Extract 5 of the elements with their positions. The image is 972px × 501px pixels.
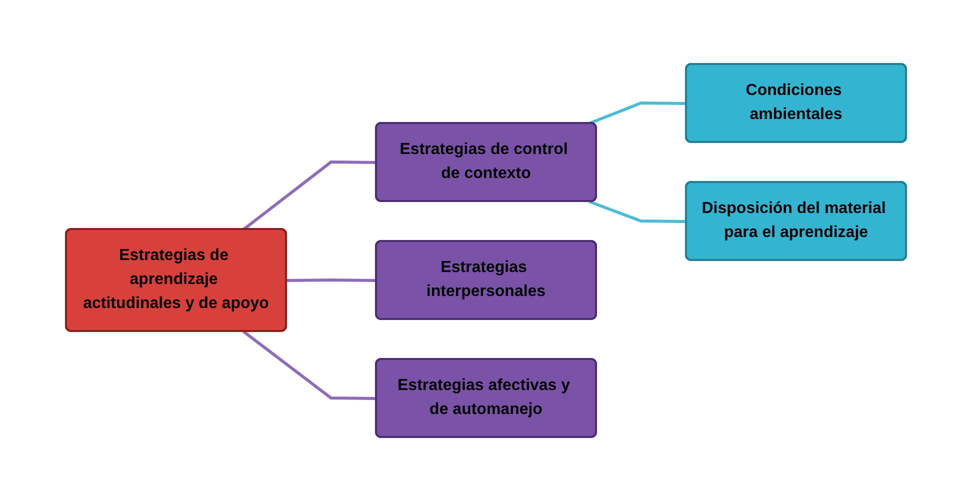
connector	[242, 160, 377, 231]
connector	[242, 330, 377, 400]
connector	[588, 102, 687, 125]
connector	[588, 200, 687, 223]
connector	[286, 278, 377, 282]
